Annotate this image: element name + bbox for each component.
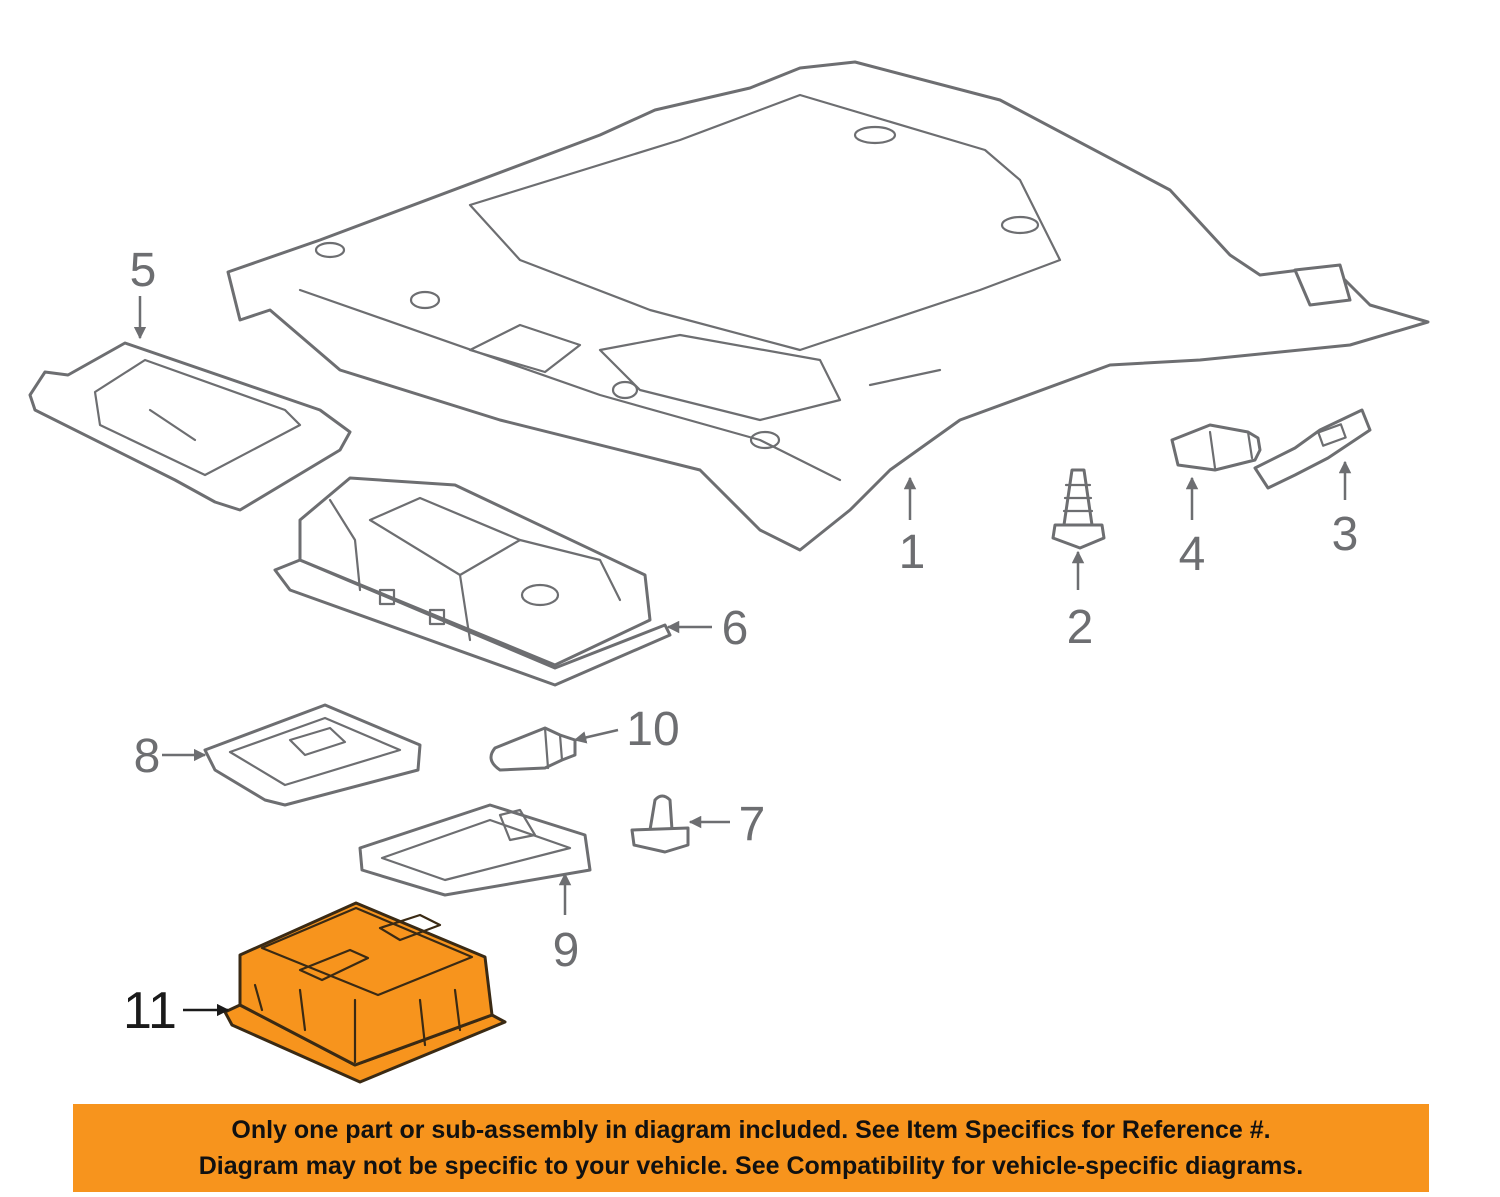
parts-diagram: 5 1 2 4 3 6 8 10 7 9 11 — [28, 60, 1430, 1084]
callout-9: 9 — [553, 924, 580, 977]
overhead-console-part-6 — [273, 476, 672, 687]
screw-part-2 — [1051, 468, 1106, 550]
leader-lines — [133, 296, 1352, 1017]
lens-frame-part-8 — [203, 703, 422, 807]
sun-visor-part-5 — [28, 341, 352, 512]
callout-3: 3 — [1332, 508, 1359, 561]
callout-2: 2 — [1067, 601, 1094, 654]
callout-1: 1 — [899, 526, 926, 579]
disclaimer-line-2: Diagram may not be specific to your vehi… — [198, 1152, 1304, 1180]
disclaimer-banner: Only one part or sub-assembly in diagram… — [73, 1104, 1429, 1192]
headliner-part-1 — [226, 60, 1430, 552]
callout-10: 10 — [626, 703, 679, 756]
bulb-part-10 — [489, 726, 577, 772]
bolt-part-7 — [630, 794, 690, 854]
callout-6: 6 — [722, 602, 749, 655]
callout-11: 11 — [123, 982, 177, 1040]
callout-4: 4 — [1179, 528, 1206, 581]
lens-part-9 — [358, 803, 592, 897]
disclaimer-line-1: Only one part or sub-assembly in diagram… — [231, 1116, 1271, 1144]
callout-5: 5 — [130, 244, 157, 297]
retainer-part-3 — [1253, 408, 1372, 490]
callout-8: 8 — [134, 730, 161, 783]
console-unit-part-11 — [223, 901, 507, 1084]
clip-part-4 — [1170, 423, 1262, 472]
callout-7: 7 — [739, 798, 766, 851]
